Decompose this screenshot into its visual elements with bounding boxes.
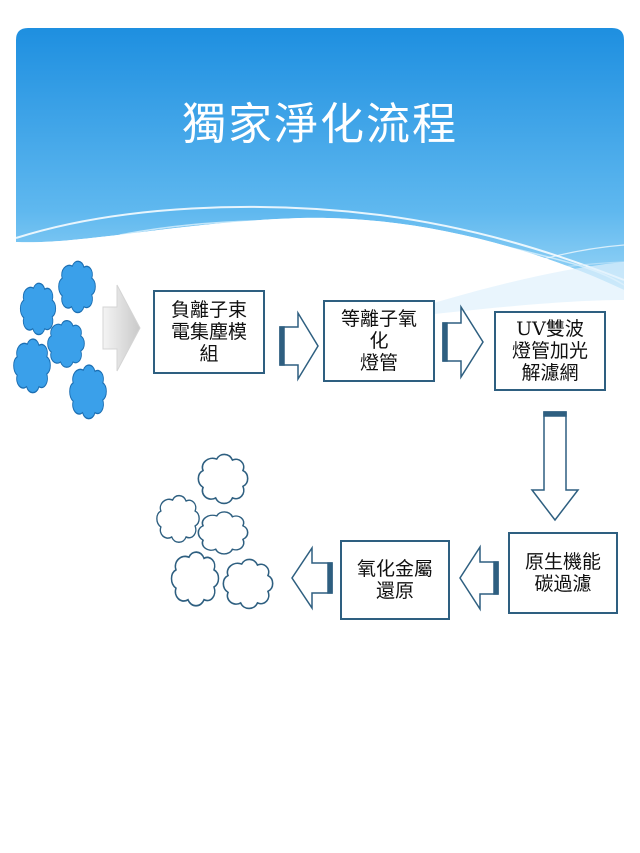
white-cloud-particle-icon: [156, 494, 200, 543]
step-5-line-2: 還原: [375, 580, 414, 602]
wave-fade: [380, 262, 624, 320]
white-cloud-particle-icon: [222, 558, 274, 610]
white-cloud-particle-icon: [197, 511, 249, 555]
step-4-line-2: 碳過濾: [534, 573, 592, 595]
step-1-line-1: 負離子束: [170, 299, 247, 321]
left-arrow-icon: [291, 545, 333, 611]
step-1-line-3: 組: [199, 343, 219, 365]
step-box-3: UV雙波 燈管加光 解濾網: [494, 311, 606, 391]
step-3-line-1: UV雙波: [516, 318, 584, 340]
step-box-1: 負離子束 電集塵模 組: [153, 290, 265, 374]
step-5-line-1: 氧化金屬: [356, 558, 433, 580]
clean-particles: [156, 453, 274, 610]
white-cloud-particle-icon: [170, 551, 220, 607]
page-title: 獨家淨化流程: [182, 99, 458, 150]
step-2-line-1: 等離子氧: [340, 308, 417, 330]
step-2-line-3: 燈管: [359, 352, 398, 374]
step-box-5: 氧化金屬 還原: [340, 540, 450, 620]
step-4-line-1: 原生機能: [524, 551, 601, 573]
step-2-line-2: 化: [369, 330, 389, 352]
step-3-line-3: 解濾網: [521, 362, 579, 384]
step-1-line-2: 電集塵模: [170, 321, 247, 343]
step-3-line-2: 燈管加光: [511, 340, 588, 362]
header-banner: [15, 28, 625, 330]
wave-1: [15, 205, 625, 281]
down-arrow-icon: [530, 411, 580, 522]
blue-cloud-particle-icon: [12, 338, 52, 394]
left-arrow-icon: [459, 544, 499, 612]
step-box-2: 等離子氧 化 燈管: [323, 300, 435, 382]
banner-shape: [16, 28, 624, 290]
step-box-4: 原生機能 碳過濾: [508, 532, 618, 614]
white-cloud-particle-icon: [197, 453, 249, 505]
blue-cloud-particle-icon: [68, 364, 108, 420]
